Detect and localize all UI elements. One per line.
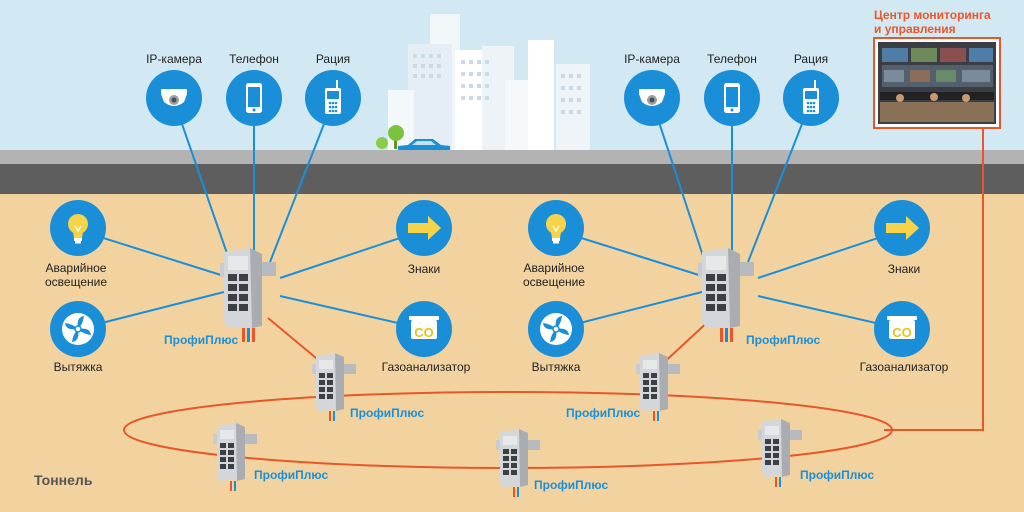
emergency-light-label-left: Аварийное освещение bbox=[44, 261, 108, 289]
ip-camera-label-right: IP-камера bbox=[624, 52, 680, 66]
phone-right bbox=[704, 70, 760, 126]
switch-label-main-left: ПрофиПлюс bbox=[164, 333, 239, 347]
monitoring-center-label: Центр мониторинга и управления bbox=[874, 8, 991, 36]
trees bbox=[376, 125, 404, 149]
radio-label-left: Рация bbox=[315, 52, 351, 66]
signs-label-left: Знаки bbox=[407, 262, 441, 276]
co-label: CO bbox=[414, 325, 434, 340]
phone-label-left: Телефон bbox=[229, 52, 279, 66]
gas-analyzer-label-left: Газоанализатор bbox=[381, 360, 471, 374]
switch-label-main-right: ПрофиПлюс bbox=[746, 333, 821, 347]
gas-analyzer-right: CO bbox=[874, 301, 930, 357]
gas-analyzer-left: CO bbox=[396, 301, 452, 357]
switch-label-ring-5: ПрофиПлюс bbox=[800, 468, 875, 482]
radio-label-right: Рация bbox=[793, 52, 829, 66]
phone-left bbox=[226, 70, 282, 126]
ventilation-right bbox=[528, 301, 584, 357]
co-label: CO bbox=[892, 325, 912, 340]
ventilation-label-left: Вытяжка bbox=[53, 360, 103, 374]
signs-right bbox=[874, 200, 930, 256]
switch-label-ring-1: ПрофиПлюс bbox=[350, 406, 425, 420]
phone-icon bbox=[246, 83, 262, 113]
fan-icon bbox=[61, 312, 95, 346]
signs-left bbox=[396, 200, 452, 256]
radio-left bbox=[305, 70, 361, 126]
phone-icon bbox=[724, 83, 740, 113]
ventilation-label-right: Вытяжка bbox=[531, 360, 581, 374]
phone-label-right: Телефон bbox=[707, 52, 757, 66]
emergency-light-right bbox=[528, 200, 584, 256]
city-buildings bbox=[388, 14, 590, 150]
ip-camera-left bbox=[146, 70, 202, 126]
radio-right bbox=[783, 70, 839, 126]
switch-label-ring-4: ПрофиПлюс bbox=[534, 478, 609, 492]
gas-analyzer-label-right: Газоанализатор bbox=[859, 360, 949, 374]
emergency-light-label-right: Аварийное освещение bbox=[522, 261, 586, 289]
emergency-light-left bbox=[50, 200, 106, 256]
ventilation-left bbox=[50, 301, 106, 357]
ip-camera-label-left: IP-камера bbox=[146, 52, 202, 66]
tunnel-label: Тоннель bbox=[34, 472, 93, 488]
monitoring-center-image bbox=[873, 37, 1001, 129]
ip-camera-right bbox=[624, 70, 680, 126]
switch-label-ring-3: ПрофиПлюс bbox=[254, 468, 329, 482]
fan-icon bbox=[539, 312, 573, 346]
signs-label-right: Знаки bbox=[887, 262, 921, 276]
switch-label-ring-2: ПрофиПлюс bbox=[566, 406, 641, 420]
